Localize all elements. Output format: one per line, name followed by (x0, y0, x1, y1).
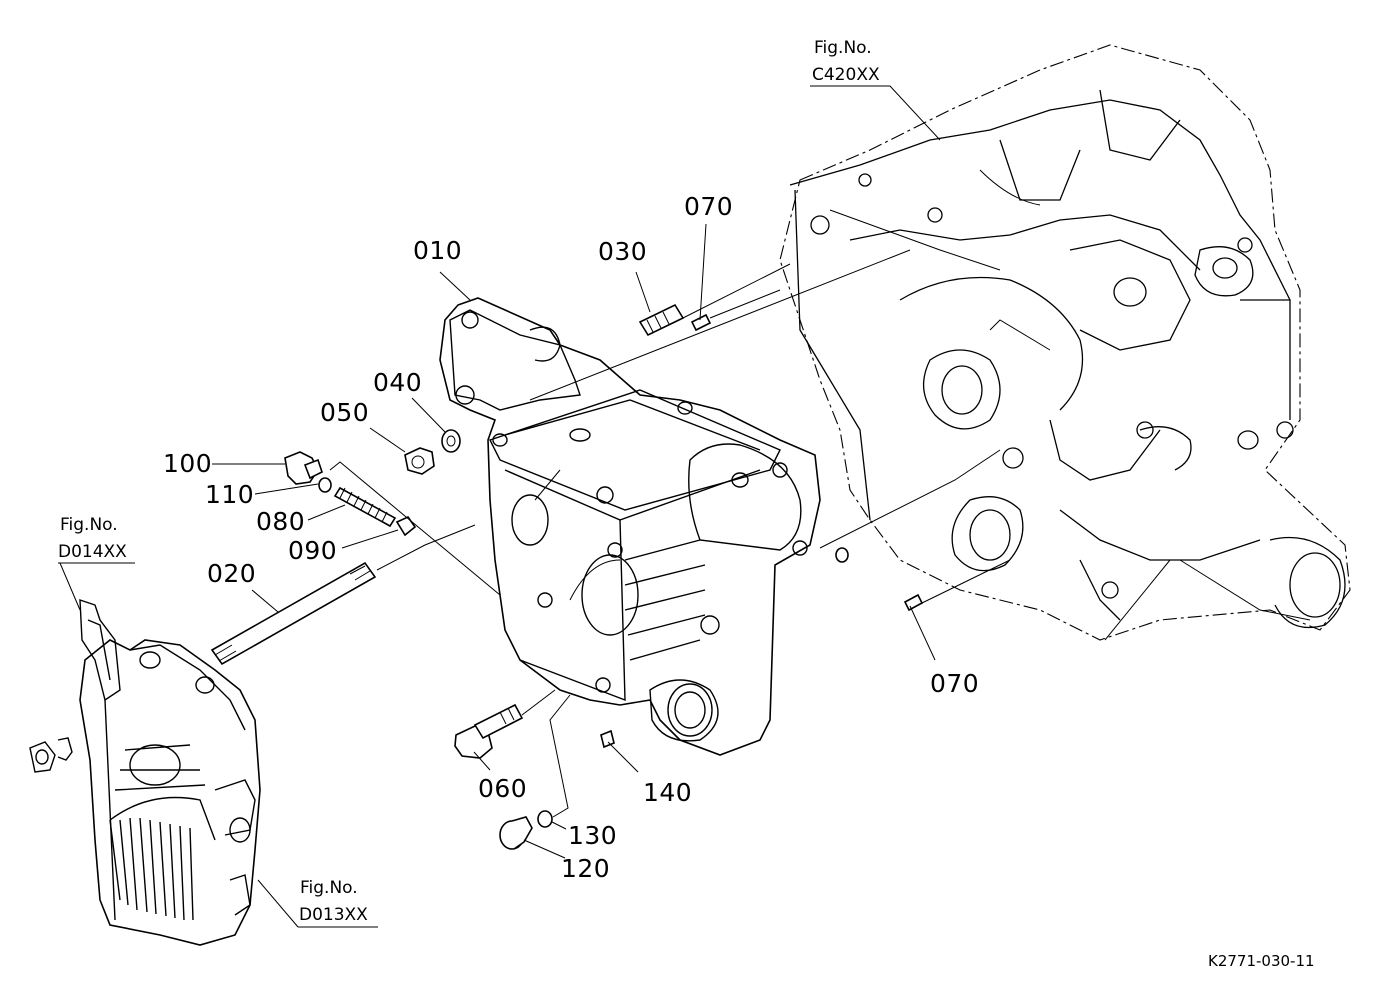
fig-ref-d014-label: Fig.No. (60, 515, 118, 535)
callout-130: 130 (568, 821, 617, 850)
fig-ref-d013-number: D013XX (299, 905, 368, 925)
drawing-number: K2771-030-11 (1208, 952, 1315, 970)
callout-070-upper: 070 (684, 192, 733, 221)
housing-o-ring (835, 547, 849, 563)
part-080-spring (333, 486, 397, 528)
part-020-stud-bolt (210, 561, 377, 666)
front-cover-housing (439, 297, 821, 756)
callout-050: 050 (320, 398, 369, 427)
fig-ref-c420-label: Fig.No. (814, 38, 872, 58)
part-060-bolt (454, 703, 524, 759)
callout-060: 060 (478, 774, 527, 803)
callout-120: 120 (561, 854, 610, 883)
callout-040: 040 (373, 368, 422, 397)
part-070-pin-upper (690, 313, 712, 332)
part-140-plug (600, 729, 615, 749)
callout-140: 140 (643, 778, 692, 807)
callout-110: 110 (205, 480, 254, 509)
fig-ref-d013-label: Fig.No. (300, 878, 358, 898)
part-110-o-ring (318, 477, 332, 493)
rear-housing-assembly (29, 599, 261, 946)
callout-080: 080 (256, 507, 305, 536)
callout-090: 090 (288, 536, 337, 565)
fig-ref-c420-number: C420XX (812, 65, 880, 85)
callout-020: 020 (207, 559, 256, 588)
callout-100: 100 (163, 449, 212, 478)
transmission-case-outline (779, 44, 1351, 641)
part-040-washer (441, 429, 461, 453)
part-090-valve (395, 515, 417, 537)
callout-030: 030 (598, 237, 647, 266)
callout-070-lower: 070 (930, 669, 979, 698)
part-100-plug (284, 451, 323, 485)
part-050-nut (404, 447, 435, 475)
callout-010: 010 (413, 236, 462, 265)
fig-ref-d014-number: D014XX (58, 542, 127, 562)
part-120-drain-plug (499, 816, 533, 850)
part-130-o-ring (537, 810, 553, 828)
part-070-pin-lower (903, 593, 924, 612)
callout-leaders (58, 85, 941, 928)
part-030-stud (638, 303, 685, 337)
